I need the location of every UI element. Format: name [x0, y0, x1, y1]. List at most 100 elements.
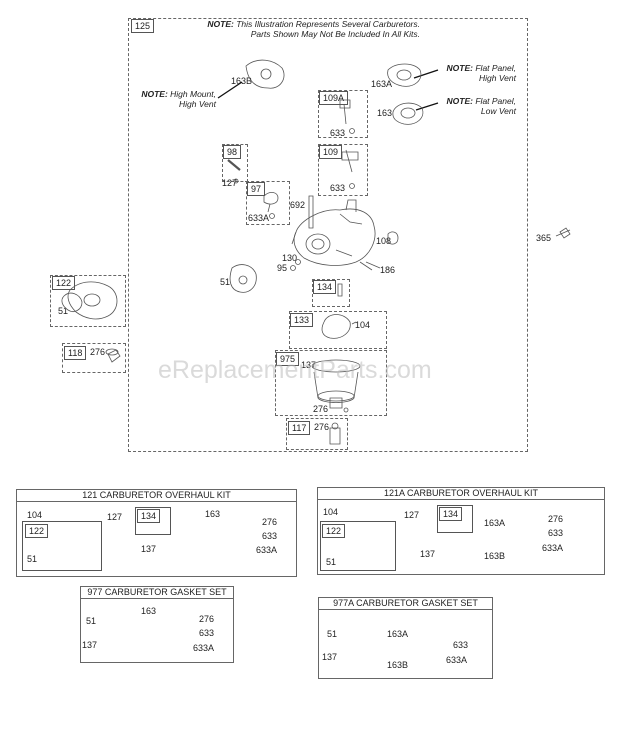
kit121-ref-104: 104: [27, 510, 43, 520]
note-flat-panel-high: NOTE: Flat Panel, High Vent: [446, 63, 516, 83]
part-ref-276-c: 276: [90, 347, 106, 357]
kit121A-ref-633A: 633A: [542, 543, 564, 553]
kit-121-panel: 121 CARBURETOR OVERHAUL KIT: [16, 489, 297, 577]
bowl-nut-117: [329, 427, 341, 445]
part-ref-276-a: 276: [313, 404, 329, 414]
kit-121A-panel: 121A CARBURETOR OVERHAUL KIT: [317, 487, 605, 575]
jet-134: [337, 283, 343, 297]
needle-109: [341, 149, 359, 173]
group-975: [275, 350, 387, 416]
valve-97: [263, 192, 279, 213]
kit121A-ref-276: 276: [548, 514, 564, 524]
group-117: [286, 418, 348, 450]
kit121A-ref-163A: 163A: [484, 518, 506, 528]
group-109A: [318, 90, 368, 138]
part-ref-95: 95: [277, 263, 288, 273]
gasket-51: [229, 264, 257, 293]
part-ref-117: 117: [288, 421, 311, 435]
part-ref-633-b: 633: [330, 183, 346, 193]
part-ref-134: 134: [313, 280, 337, 294]
kit-977A-panel: 977A CARBURETOR GASKET SET: [318, 597, 493, 679]
part-ref-51-b: 51: [58, 306, 69, 316]
kit-121-title: 121 CARBURETOR OVERHAUL KIT: [17, 490, 296, 502]
kit121A-ref-633: 633: [548, 528, 564, 538]
part-ref-109: 109: [319, 145, 343, 159]
kit977-ref-633A: 633A: [193, 643, 215, 653]
kit121-ref-163: 163: [205, 509, 221, 519]
note-top: NOTE: This Illustration Represents Sever…: [207, 19, 420, 39]
part-ref-163: 163: [377, 108, 393, 118]
kit977A-ref-51: 51: [327, 629, 338, 639]
kit-977A-title: 977A CARBURETOR GASKET SET: [319, 598, 492, 610]
kit121A-ref-163B: 163B: [484, 551, 506, 561]
note-arrow-flat-low: [415, 102, 439, 111]
kit121-group-122: [22, 521, 102, 571]
part-ref-975: 975: [276, 352, 300, 366]
part-ref-51: 51: [220, 277, 231, 287]
kit121-ref-51: 51: [27, 554, 38, 564]
part-ref-186: 186: [380, 265, 396, 275]
fitting-365: [555, 227, 571, 239]
spring-692: [308, 195, 314, 229]
part-ref-108: 108: [376, 236, 392, 246]
part-ref-127: 127: [222, 178, 238, 188]
kit121A-ref-137: 137: [420, 549, 436, 559]
kit977-ref-633: 633: [199, 628, 215, 638]
kit121A-ref-122: 122: [322, 524, 346, 538]
group-109: [318, 144, 368, 196]
carburetor-body: [293, 208, 376, 266]
kit121-ref-276: 276: [262, 517, 278, 527]
part-ref-163A: 163A: [371, 79, 393, 89]
part-ref-109A: 109A: [319, 91, 349, 105]
part-ref-125: 125: [131, 19, 155, 33]
gasket-163B: [245, 59, 285, 89]
washer-95: [290, 265, 296, 271]
kit121-ref-137: 137: [141, 544, 157, 554]
clip-108: [387, 231, 399, 245]
part-ref-130: 130: [282, 253, 298, 263]
note-high-mount: NOTE: High Mount, High Vent: [141, 89, 216, 109]
part-ref-133: 133: [290, 313, 314, 327]
group-118: [62, 343, 126, 373]
kit121-ref-134: 134: [137, 509, 161, 523]
part-ref-98: 98: [223, 145, 242, 159]
kit121A-group-122: [320, 521, 396, 571]
part-118: [107, 349, 121, 363]
part-ref-633A: 633A: [248, 213, 270, 223]
bowl-gasket-137: [311, 359, 361, 373]
kit121A-group-134: [437, 505, 473, 533]
kit121A-ref-127: 127: [404, 510, 420, 520]
part-ref-365: 365: [536, 233, 552, 243]
note-flat-panel-low: NOTE: Flat Panel, Low Vent: [446, 96, 516, 116]
part-ref-122: 122: [52, 276, 76, 290]
watermark: eReplacementParts.com: [158, 356, 432, 384]
main-diagram-frame: [128, 18, 528, 452]
kit-977-panel: 977 CARBURETOR GASKET SET: [80, 586, 234, 663]
kit977-ref-276: 276: [199, 614, 215, 624]
part-ref-104: 104: [355, 320, 371, 330]
group-122: [50, 275, 126, 327]
kit977A-ref-163B: 163B: [387, 660, 409, 670]
part-ref-137: 137: [301, 360, 317, 370]
kit977A-ref-633A: 633A: [446, 655, 468, 665]
group-98: [222, 144, 248, 182]
gasket-51-b: [61, 292, 83, 312]
kit121A-ref-134: 134: [439, 507, 463, 521]
part-ref-276-b: 276: [314, 422, 330, 432]
kit121-ref-127: 127: [107, 512, 123, 522]
gasket-163A: [387, 63, 422, 87]
kit121A-ref-51: 51: [326, 557, 337, 567]
intake-122: [67, 281, 118, 320]
part-ref-692: 692: [290, 200, 306, 210]
note-arrow-flat-high: [413, 69, 439, 79]
float-133: [321, 314, 351, 339]
kit-121A-title: 121A CARBURETOR OVERHAUL KIT: [318, 488, 604, 500]
group-133: [289, 311, 387, 349]
float-bowl: [313, 371, 359, 403]
kit977A-ref-163A: 163A: [387, 629, 409, 639]
screw-98: [227, 159, 241, 171]
group-97: [246, 181, 290, 225]
part-ref-163B: 163B: [231, 76, 253, 86]
kit977A-ref-633: 633: [453, 640, 469, 650]
part-ref-118: 118: [64, 346, 87, 360]
